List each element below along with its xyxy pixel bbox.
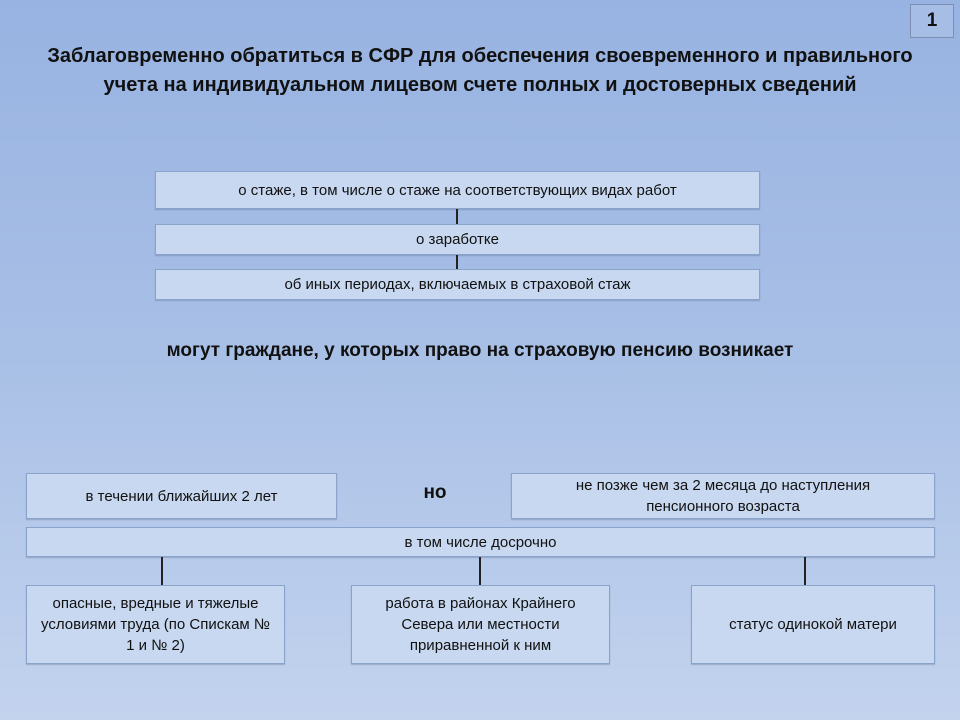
info-item-other-periods: об иных периодах, включаемых в страховой… [155,269,760,300]
info-item-experience: о стаже, в том числе о стаже на соответс… [155,171,760,209]
timing-connector: но [423,482,447,503]
slide-title: Заблаговременно обратиться в СФР для обе… [47,45,913,96]
timing-left: в течении ближайших 2 лет [26,473,337,519]
early-label: в том числе досрочно [26,527,935,557]
early-item-far-north: работа в районах Крайнего Севера или мес… [351,585,610,664]
connector-line [456,209,458,224]
timing-right: не позже чем за 2 месяца до наступления … [511,473,935,519]
info-item-earnings: о заработке [155,224,760,255]
early-item-hazardous: опасные, вредные и тяжелые условиями тру… [26,585,285,664]
connector-line [161,557,163,585]
slide-number: 1 [910,4,954,38]
subtitle: могут граждане, у которых право на страх… [166,340,794,361]
early-item-single-mother: статус одинокой матери [691,585,935,664]
connector-line [479,557,481,585]
connector-line [456,255,458,269]
connector-line [804,557,806,585]
